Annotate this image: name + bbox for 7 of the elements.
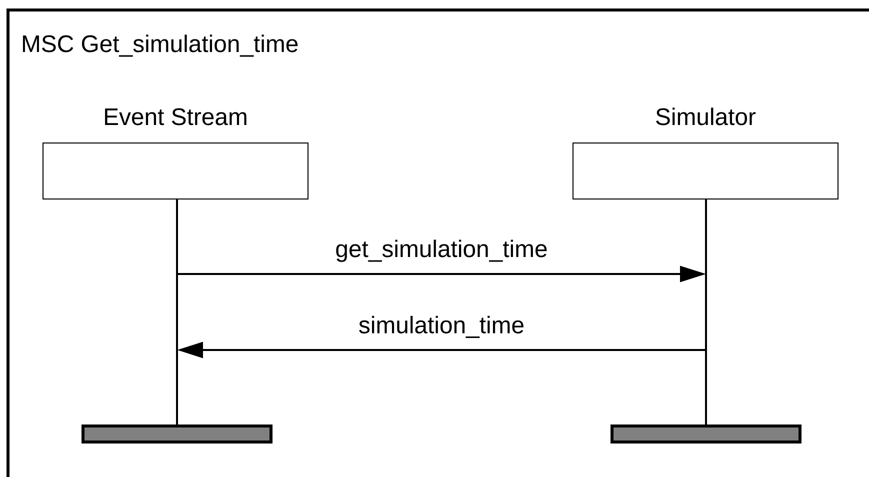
message-label: get_simulation_time [334,238,549,263]
instance: Simulator [572,108,838,444]
node-label: Simulator [656,108,756,126]
instance: Event Stream [42,108,308,444]
message-label: simulation_time [357,314,526,339]
diagram-title: MSC Get_simulation_time [22,34,298,57]
node-label: Event Stream [105,108,246,126]
